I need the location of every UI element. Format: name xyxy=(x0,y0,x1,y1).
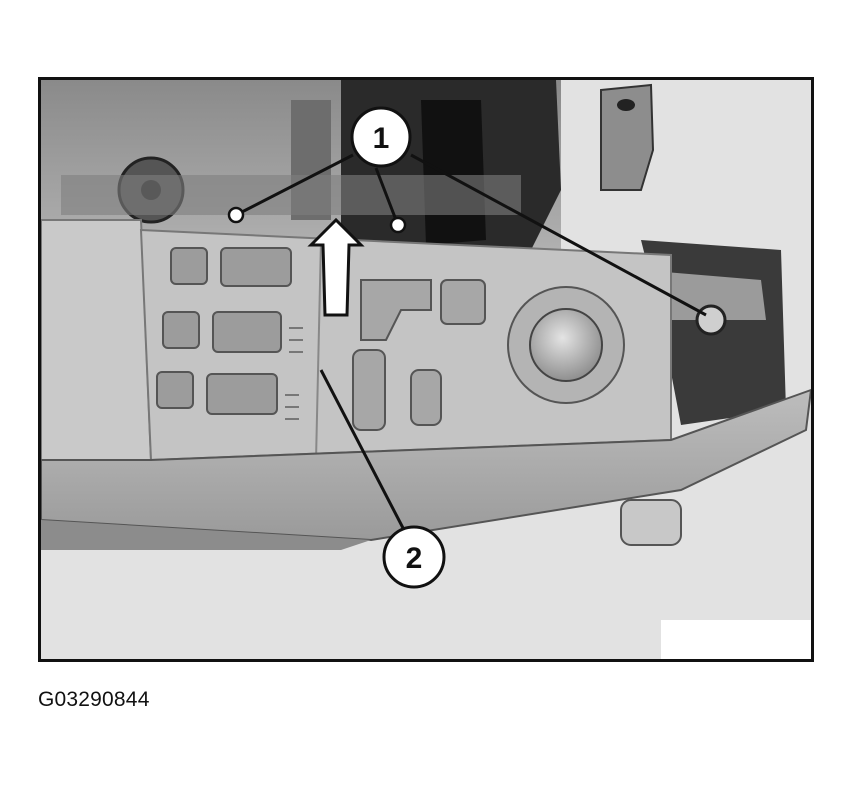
callout-1: 1 xyxy=(350,106,412,168)
photo-figure: 1 2 xyxy=(38,77,814,662)
lift-direction-arrow xyxy=(307,217,365,317)
callout-1-leaders xyxy=(235,153,707,317)
figure-id-caption: G03290844 xyxy=(38,688,150,711)
callout-2: 2 xyxy=(382,525,446,589)
callout-2-leader xyxy=(319,369,405,529)
callout-1-label: 1 xyxy=(373,122,390,155)
callout-2-label: 2 xyxy=(406,542,423,575)
control-panel-photo: 1 2 xyxy=(41,80,811,659)
